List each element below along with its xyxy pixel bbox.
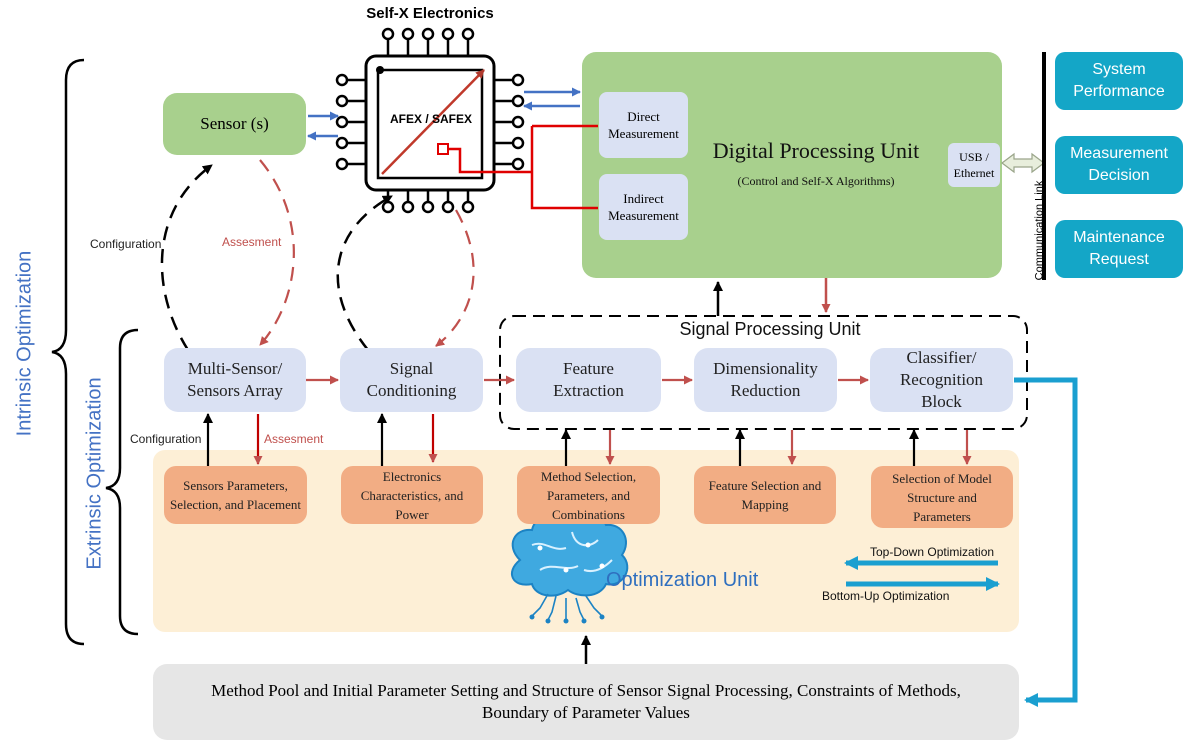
pipeline-dimensionality-reduction: Dimensionality Reduction — [694, 348, 837, 412]
indirect-measurement-box: Indirect Measurement — [599, 174, 688, 240]
usb-ethernet-box: USB / Ethernet — [948, 143, 1000, 187]
assesment-loop-left — [259, 159, 295, 346]
intrinsic-optimization-label: Intrinsic Optimization — [13, 250, 36, 437]
method-pool-label: Method Pool and Initial Parameter Settin… — [211, 681, 961, 722]
direct-measurement-box: Direct Measurement — [599, 92, 688, 158]
assesment-loop-chip — [435, 209, 475, 347]
sensor-label: Sensor (s) — [200, 114, 269, 133]
extrinsic-bracket — [105, 328, 139, 636]
brain-icon — [510, 511, 629, 624]
output-measurement-decision: Measurement Decision — [1055, 136, 1183, 194]
param-model-selection: Selection of Model Structure and Paramet… — [871, 466, 1013, 528]
direct-measurement-label: Direct Measurement — [608, 109, 679, 141]
chip-diagonal — [381, 69, 485, 175]
spu-title: Signal Processing Unit — [660, 319, 880, 340]
signal-processing-unit-frame — [499, 315, 1028, 430]
optimization-unit-label: Optimization Unit — [606, 569, 759, 591]
output-maintenance-request: Maintenance Request — [1055, 220, 1183, 278]
dpu-subtitle: (Control and Self-X Algorithms) — [737, 174, 895, 188]
usb-double-arrow — [1001, 152, 1045, 174]
chip-label: AFEX / SAFEX — [389, 112, 472, 126]
chip-title: Self-X Electronics — [366, 5, 494, 22]
pipeline-signal-conditioning: Signal Conditioning — [340, 348, 483, 412]
usb-ethernet-label: USB / Ethernet — [953, 150, 995, 180]
output-system-performance: System Performance — [1055, 52, 1183, 110]
param-sensors: Sensors Parameters, Selection, and Place… — [164, 466, 307, 524]
wire-direct — [530, 126, 598, 210]
configuration-loop-chip — [336, 194, 393, 351]
configuration-loop-left — [160, 163, 213, 351]
param-feature-selection: Feature Selection and Mapping — [694, 466, 836, 524]
label-assesment-bottom: Assesment — [264, 432, 324, 446]
label-bottom-up: Bottom-Up Optimization — [822, 589, 949, 603]
label-top-down: Top-Down Optimization — [870, 545, 994, 559]
method-pool-box: Method Pool and Initial Parameter Settin… — [153, 664, 1019, 740]
label-configuration-top: Configuration — [90, 237, 161, 251]
sensor-box: Sensor (s) — [163, 93, 306, 155]
label-configuration-bottom: Configuration — [130, 432, 201, 446]
label-assesment-top: Assesment — [222, 235, 282, 249]
feedback-path — [1014, 377, 1078, 703]
wire-chip-to-measurements — [448, 147, 532, 174]
pipeline-classifier: Classifier/ Recognition Block — [870, 348, 1013, 412]
param-method-selection: Method Selection, Parameters, and Combin… — [517, 466, 660, 524]
pipeline-multi-sensor: Multi-Sensor/ Sensors Array — [164, 348, 306, 412]
digital-processing-unit-panel — [582, 52, 1002, 278]
dpu-title: Digital Processing Unit — [712, 138, 920, 163]
indirect-measurement-label: Indirect Measurement — [608, 191, 679, 223]
param-electronics: Electronics Characteristics, and Power — [341, 466, 483, 524]
chip-pins — [335, 27, 525, 214]
extrinsic-optimization-label: Extrinsic Optimization — [83, 377, 106, 570]
communication-link-label: Communication Link — [1033, 180, 1046, 281]
chip-inner — [376, 68, 484, 180]
pipeline-feature-extraction: Feature Extraction — [516, 348, 661, 412]
intrinsic-bracket — [51, 58, 85, 646]
